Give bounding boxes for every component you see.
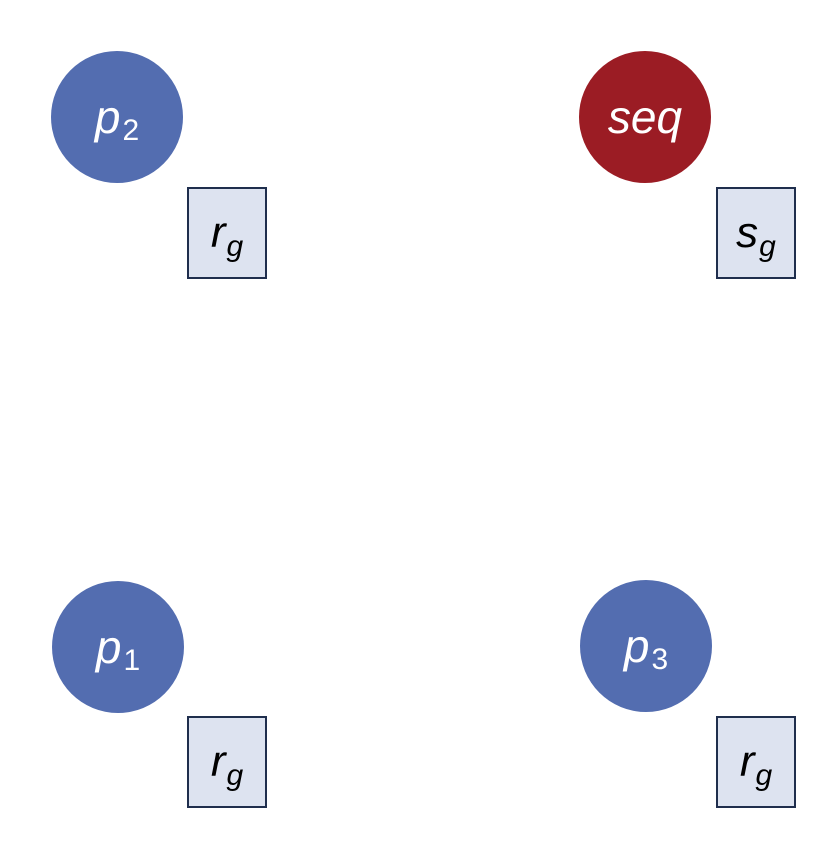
node-label: p [95, 621, 122, 673]
register-label: r [210, 737, 226, 786]
register-subscript: g [226, 230, 244, 263]
node-subscript: 3 [651, 643, 669, 676]
register-subscript: g [226, 759, 244, 792]
register-subscript: g [759, 230, 776, 263]
register-label: r [210, 208, 226, 257]
sequencer-node: seq [579, 51, 711, 183]
register-label: r [739, 737, 755, 786]
node-label: p [94, 91, 121, 143]
node-label: seq [607, 91, 683, 143]
register-subscript: g [755, 759, 773, 792]
node-label: p [623, 620, 650, 672]
node-subscript: 2 [122, 114, 140, 147]
register-label: s [736, 208, 759, 257]
node-subscript: 1 [123, 644, 141, 677]
